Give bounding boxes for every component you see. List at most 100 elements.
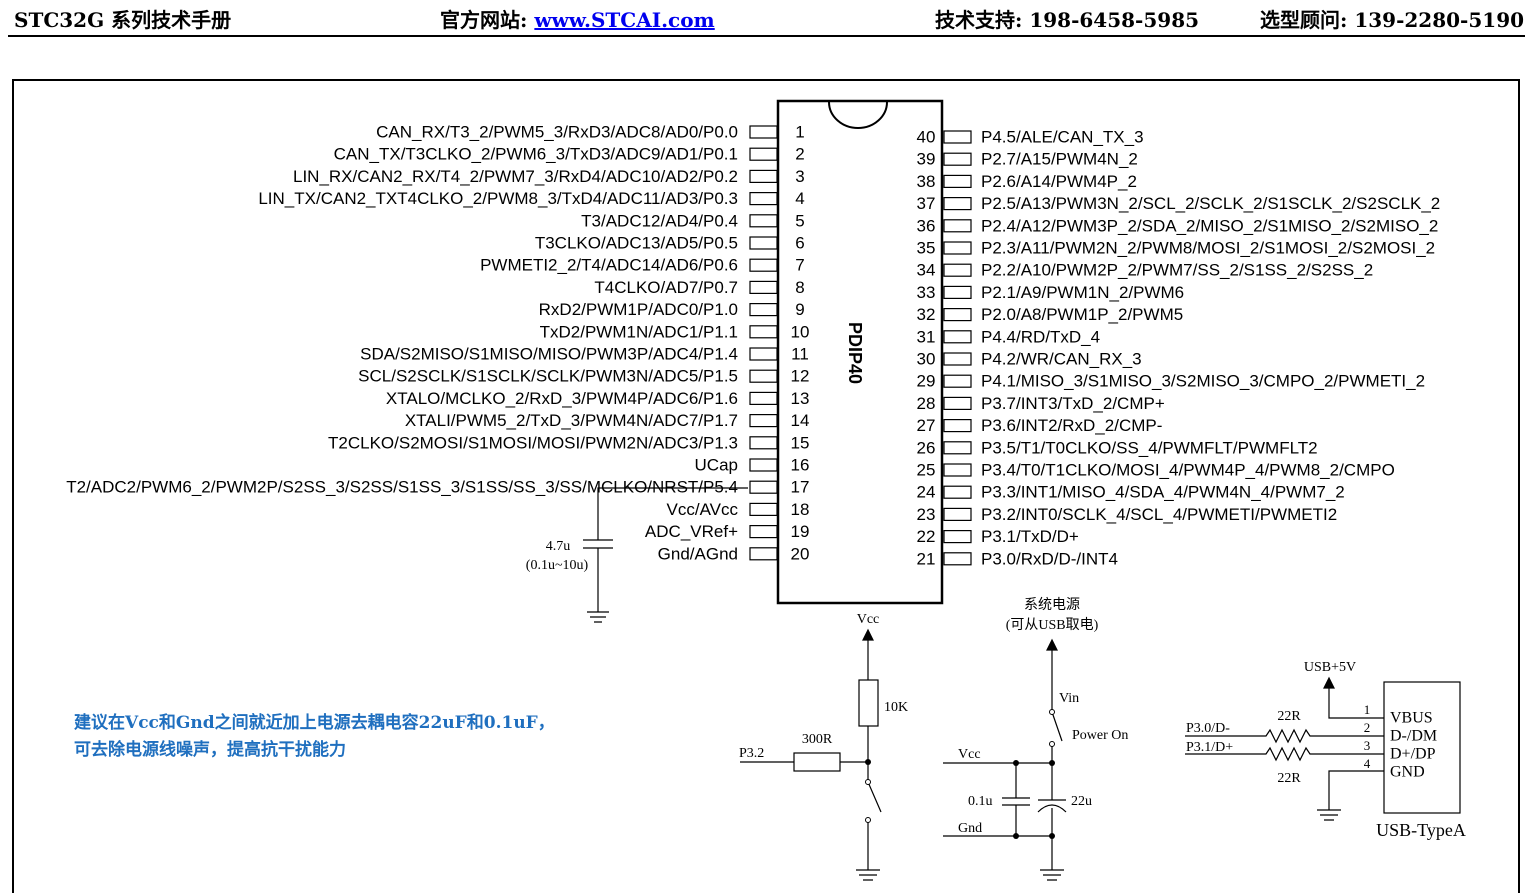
pin-box-26 — [943, 441, 972, 455]
pin-label-40: P4.5/ALE/CAN_TX_3 — [981, 128, 1144, 147]
pin-label-35: P2.3/A11/PWM2N_2/PWM8/MOSI_2/S1MOSI_2/S2… — [981, 239, 1435, 258]
usb-pin-number-4: 4 — [1364, 756, 1371, 771]
pin-number-16: 16 — [791, 456, 810, 475]
pin-box-15 — [749, 436, 778, 450]
pin-label-18: Vcc/AVcc — [667, 500, 739, 519]
pin-box-20 — [749, 547, 778, 561]
pin-label-25: P3.4/T0/T1CLKO/MOSI_4/PWM4P_4/PWM8_2/CMP… — [981, 461, 1395, 480]
ucap-value: 4.7u — [546, 539, 571, 554]
pin-box-11 — [749, 347, 778, 361]
pin-number-25: 25 — [917, 461, 936, 480]
pin-label-22: P3.1/TxD/D+ — [981, 527, 1079, 546]
vcc-node-b — [1049, 760, 1055, 766]
note-line-1: 建议在Vcc和Gnd之间就近加上电源去耦电容22uF和0.1uF， — [74, 713, 555, 733]
pin-box-38 — [943, 174, 972, 188]
pin-number-36: 36 — [917, 216, 936, 235]
diagram-frame — [12, 79, 1520, 893]
pin-box-34 — [943, 263, 972, 277]
pin-box-36 — [943, 219, 972, 233]
vin-label: Vin — [1059, 691, 1079, 706]
gnd-node-a — [1013, 833, 1019, 839]
pin-label-33: P2.1/A9/PWM1N_2/PWM6 — [981, 283, 1184, 302]
chip-body — [776, 99, 944, 605]
pin-label-20: Gnd/AGnd — [658, 544, 738, 563]
pin-number-31: 31 — [917, 327, 936, 346]
pin-label-10: TxD2/PWM1N/ADC1/P1.1 — [540, 322, 738, 341]
pin-number-12: 12 — [791, 367, 810, 386]
pin-label-1: CAN_RX/T3_2/PWM5_3/RxD3/ADC8/AD0/P0.0 — [376, 123, 738, 142]
pin-label-3: LIN_RX/CAN2_RX/T4_2/PWM7_3/RxD4/ADC10/AD… — [293, 167, 738, 186]
power-title: 系统电源 — [1024, 597, 1080, 613]
pin-box-21 — [943, 552, 972, 566]
pin-number-13: 13 — [791, 389, 810, 408]
pin-box-39 — [943, 152, 972, 166]
pin-number-4: 4 — [795, 189, 804, 208]
decoupling-note: 建议在Vcc和Gnd之间就近加上电源去耦电容22uF和0.1uF， 可去除电源线… — [74, 710, 555, 764]
reset-pin-label: P3.2 — [739, 746, 764, 761]
usb-pin-label-1: VBUS — [1390, 710, 1433, 727]
pin-box-35 — [943, 241, 972, 255]
pin-box-18 — [749, 502, 778, 516]
pin-box-6 — [749, 236, 778, 250]
note-line-2: 可去除电源线噪声，提高抗干扰能力 — [74, 740, 346, 760]
usb-circuit — [1185, 676, 1461, 821]
pin-box-31 — [943, 330, 972, 344]
pin-box-14 — [749, 414, 778, 428]
pin-label-26: P3.5/T1/T0CLKO/SS_4/PWMFLT/PWMFLT2 — [981, 438, 1318, 457]
power-subtitle: (可从USB取电) — [1006, 617, 1099, 633]
ucap-capacitor — [583, 487, 748, 623]
pin-box-19 — [749, 524, 778, 539]
pin-box-24 — [943, 485, 972, 499]
pin-label-14: XTALI/PWM5_2/TxD_3/PWM4N/ADC7/P1.7 — [405, 411, 738, 430]
cap-small-label: 0.1u — [968, 794, 993, 809]
pin-number-15: 15 — [791, 433, 810, 452]
pin-number-28: 28 — [917, 394, 936, 413]
power-switch-top — [1049, 709, 1055, 715]
power-vcc-label: Vcc — [958, 747, 981, 762]
ucap-range: (0.1u~10u) — [526, 558, 589, 573]
switch-contact-bottom — [865, 817, 871, 823]
usb-vbus-label: USB+5V — [1304, 660, 1356, 675]
pin-number-10: 10 — [791, 322, 810, 341]
doc-title: STC32G 系列技术手册 — [14, 8, 232, 32]
pin-label-6: T3CLKO/ADC13/AD5/P0.5 — [535, 234, 738, 253]
pin-label-11: SDA/S2MISO/S1MISO/MISO/PWM3P/ADC4/P1.4 — [360, 345, 738, 364]
usb-resistor-1: 22R — [1277, 709, 1301, 724]
pin-box-1 — [749, 125, 778, 139]
pin-label-27: P3.6/INT2/RxD_2/CMP- — [981, 416, 1162, 435]
series-resistor-label: 300R — [802, 732, 833, 747]
pin-label-5: T3/ADC12/AD4/P0.4 — [581, 211, 738, 230]
pin-box-10 — [749, 325, 778, 339]
pin-number-34: 34 — [917, 261, 936, 280]
pin-number-22: 22 — [917, 527, 936, 546]
pin-number-1: 1 — [795, 123, 804, 142]
pin-label-17: T2/ADC2/PWM6_2/PWM2P/S2SS_3/S2SS/S1SS_3/… — [66, 478, 738, 497]
package-label: PDIP40 — [845, 322, 865, 384]
pin-number-8: 8 — [795, 278, 804, 297]
pin-box-3 — [749, 169, 778, 183]
pin-number-38: 38 — [917, 172, 936, 191]
pin-label-24: P3.3/INT1/MISO_4/SDA_4/PWM4N_4/PWM7_2 — [981, 483, 1345, 502]
pin-box-2 — [749, 147, 778, 161]
reset-circuit — [740, 628, 882, 881]
pin-box-29 — [943, 374, 972, 388]
pin-number-2: 2 — [795, 145, 804, 164]
pin-number-18: 18 — [791, 500, 810, 519]
switch-contact-top — [865, 779, 871, 785]
pin-box-22 — [943, 529, 972, 544]
pin-label-16: UCap — [695, 456, 738, 475]
pin-label-8: T4CLKO/AD7/P0.7 — [594, 278, 738, 297]
pin-label-19: ADC_VRef+ — [645, 522, 738, 541]
pin-number-20: 20 — [791, 544, 810, 563]
pin-box-32 — [943, 308, 972, 322]
pin-label-29: P4.1/MISO_3/S1MISO_3/S2MISO_3/CMPO_2/PWM… — [981, 372, 1425, 391]
pin-box-16 — [749, 458, 778, 472]
pin-label-15: T2CLKO/S2MOSI/S1MOSI/MOSI/PWM2N/ADC3/P1.… — [328, 433, 738, 452]
pin-number-37: 37 — [917, 194, 936, 213]
pin-box-9 — [749, 303, 778, 317]
pin-number-17: 17 — [791, 478, 810, 497]
reset-vcc-label: Vcc — [857, 612, 880, 627]
website-link[interactable]: www.STCAI.com — [534, 8, 715, 32]
pin-label-7: PWMETI2_2/T4/ADC14/AD6/P0.6 — [480, 256, 738, 275]
pin-number-21: 21 — [917, 549, 936, 568]
